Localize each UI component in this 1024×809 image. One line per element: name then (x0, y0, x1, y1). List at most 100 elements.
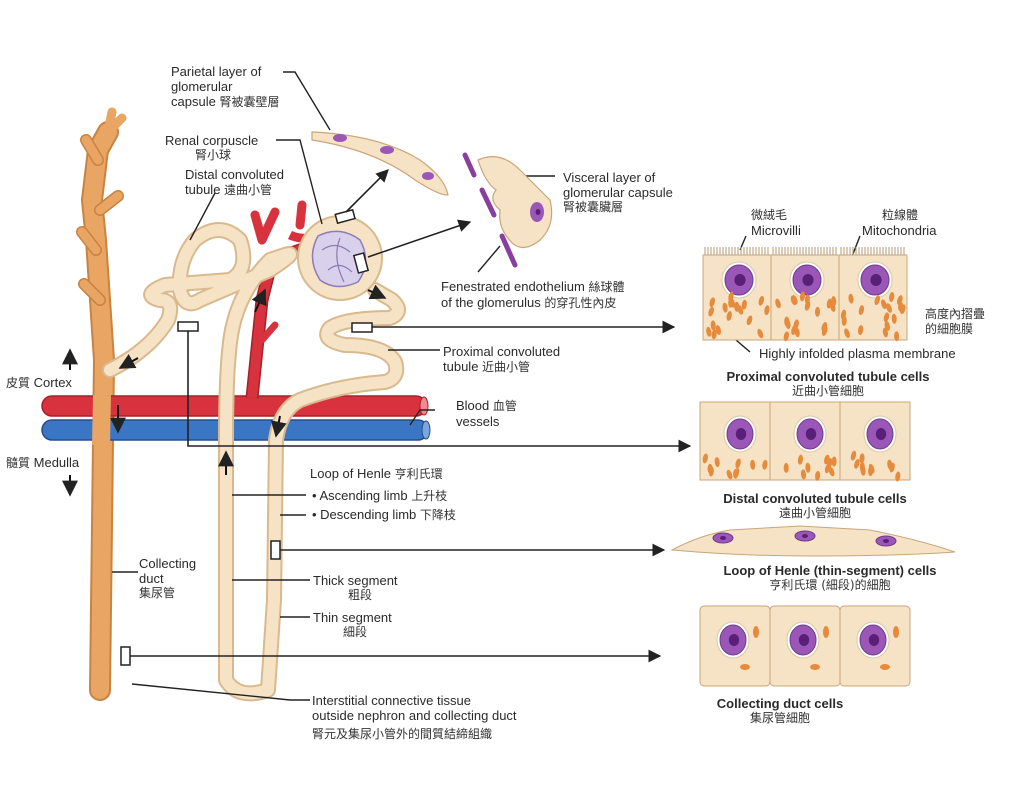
mitochondrion (750, 459, 756, 470)
mitochondrion (711, 329, 717, 340)
mitochondrion (860, 465, 866, 476)
mitochondrion (900, 304, 906, 315)
label-infolded-membrane: Highly infolded plasma membrane (759, 346, 956, 361)
mitochondrion (783, 331, 789, 342)
panel-title-distal: Distal convoluted tubule cells 遠曲小管細胞 (723, 491, 907, 520)
mitochondrion (810, 664, 820, 670)
mitochondrion (708, 306, 715, 317)
mitochondrion (858, 325, 864, 336)
renal-corpuscle (297, 208, 383, 301)
label-fenestrated-endothelium: Fenestrated endothelium 絲球體 of the glome… (441, 279, 625, 310)
collecting-duct (76, 107, 127, 701)
mitochondrion (896, 295, 903, 305)
label-distal-tubule: Distal convoluted tubule 遠曲小管 (185, 167, 284, 197)
mitochondrion (794, 327, 800, 338)
mitochondrion (733, 468, 739, 479)
mitochondrion (831, 456, 837, 467)
mitochondrion (793, 319, 799, 330)
label-thin-segment: Thin segment 細段 (313, 610, 392, 639)
mitochondrion (874, 295, 881, 306)
nucleolus (802, 274, 814, 286)
panel-title-proximal: Proximal convoluted tubule cells 近曲小管細胞 (726, 369, 930, 398)
mitochondrion (884, 320, 890, 331)
mitochondrion (805, 462, 811, 473)
mitochondrion (764, 305, 770, 316)
mitochondrion (887, 459, 893, 470)
mitochondrion (815, 470, 821, 481)
sample-box-collecting (120, 646, 131, 666)
mitochondrion (728, 291, 734, 302)
mitochondrion (737, 305, 744, 315)
mitochondrion (883, 312, 890, 323)
mitochondrion (814, 306, 821, 317)
mitochondrion (821, 326, 828, 336)
mitochondrion (797, 454, 803, 465)
mitochondrion (886, 303, 892, 313)
mitochondrion (714, 457, 720, 468)
mitochondrion (757, 328, 764, 339)
label-medulla: 髓質 Medulla (6, 455, 80, 470)
nucleolus (883, 539, 889, 543)
nucleolus (802, 534, 808, 538)
visceral-podocyte (462, 152, 553, 268)
label-infolded-membrane-zh: 高度內摺疊 的細胞膜 (925, 307, 986, 336)
panel-title-collecting: Collecting duct cells 集尿管細胞 (716, 696, 844, 725)
mitochondrion (848, 293, 854, 304)
mitochondrion (746, 315, 753, 326)
mitochondrion (891, 313, 897, 324)
cell-panels (670, 247, 956, 687)
mitochondrion (858, 305, 865, 316)
sample-box-proximal (351, 322, 373, 333)
mitochondrion (735, 458, 741, 469)
nucleolus (798, 634, 810, 646)
nucleolus (735, 428, 747, 440)
nucleolus (875, 428, 887, 440)
mitochondrion (881, 299, 887, 310)
nephron-tubule (102, 222, 406, 702)
mitochondrion (859, 453, 865, 464)
sample-box-thin (270, 540, 281, 560)
panel-arrows (130, 169, 692, 663)
mitochondrion (841, 315, 847, 326)
sample-box-distal (177, 321, 199, 332)
nucleolus (720, 536, 726, 540)
flow-arrows (62, 284, 387, 497)
nucleolus (868, 634, 880, 646)
mitochondrion (775, 298, 781, 309)
mitochondrion (715, 325, 721, 335)
label-blood-vessels: Blood 血管 vessels (456, 398, 517, 429)
mitochondrion (758, 295, 765, 306)
mitochondrion (828, 466, 835, 477)
mitochondrion (844, 328, 850, 338)
mitochondrion (854, 459, 860, 469)
mitochondrion (785, 319, 791, 330)
label-parietal-layer: Parietal layer of glomerular capsule 腎被囊… (171, 64, 280, 109)
mitochondrion (799, 291, 806, 302)
mitochondrion (894, 331, 900, 342)
label-loop-of-henle: Loop of Henle 亨利氏環 (310, 466, 443, 481)
mitochondrion (762, 459, 768, 470)
panel-title-loop-henle: Loop of Henle (thin-segment) cells 亨利氏環 … (723, 563, 937, 592)
mitochondrion (790, 295, 797, 306)
mitochondrion (710, 320, 716, 331)
thin-segment-cells (670, 525, 956, 557)
label-mitochondria: 粒線體 Mitochondria (862, 208, 937, 238)
vein-horizontal (41, 419, 431, 441)
label-microvilli: 微絨毛 Microvilli (751, 208, 801, 238)
mitochondrion (868, 466, 874, 477)
mitochondrion (895, 471, 901, 482)
mitochondrion (880, 664, 890, 670)
mitochondrion (753, 626, 759, 638)
label-interstitial-tissue: Interstitial connective tissue outside n… (312, 693, 517, 741)
mitochondrion (726, 311, 732, 321)
nucleolus (734, 274, 746, 286)
label-proximal-tubule: Proximal convoluted tubule 近曲小管 (443, 344, 561, 374)
mitochondrion (702, 453, 708, 464)
label-thick-segment: Thick segment 粗段 (313, 573, 398, 602)
mitochondrion (826, 298, 832, 309)
mitochondrion (889, 292, 895, 302)
label-renal-corpuscle: Renal corpuscle 腎小球 (165, 133, 259, 162)
mitochondrion (783, 462, 789, 473)
label-visceral-layer: Visceral layer of glomerular capsule 腎被囊… (563, 170, 673, 214)
